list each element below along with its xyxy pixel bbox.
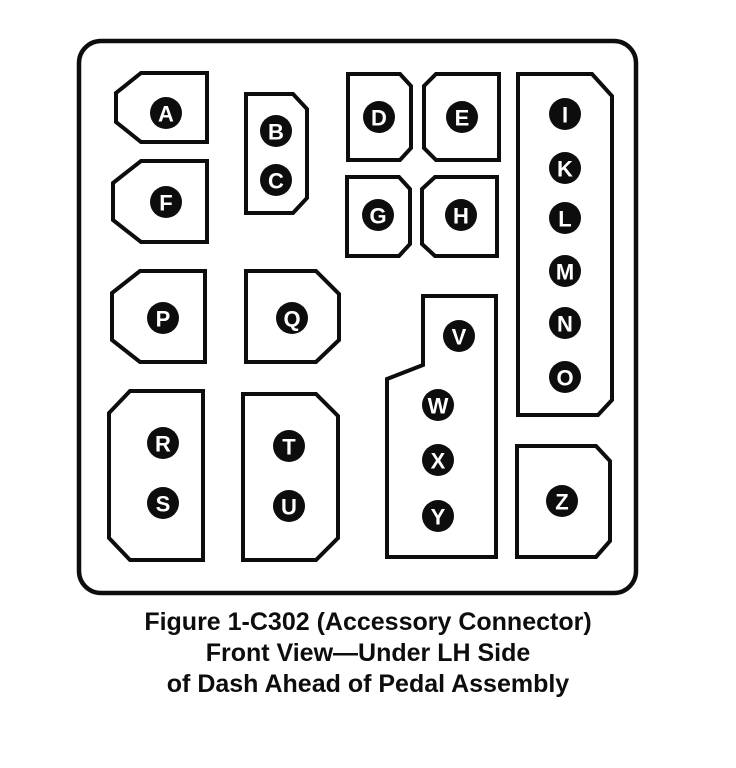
pin-label: A [158,102,174,127]
pin-circle [147,302,179,334]
pin-y: Y [422,500,454,532]
pin-p: P [147,302,179,334]
figure-caption-line-1: Figure 1-C302 (Accessory Connector) [144,608,592,636]
pin-z: Z [546,485,578,517]
pin-circle [549,255,581,287]
pin-label: R [155,432,171,457]
cavity-i-o: I KL M N O [516,72,614,417]
figure-caption-line-3: of Dash Ahead of Pedal Assembly [166,670,570,698]
cavity-d: D [346,72,413,162]
pin-circle [363,101,395,133]
cavity-rs: RS [107,389,205,562]
pin-label: F [159,191,172,216]
cavity-v-y-outline [385,294,498,559]
pin-c: C [260,164,292,196]
pin-d: D [363,101,395,133]
pin-label: N [557,312,573,337]
pin-circle [276,302,308,334]
pin-circle [147,487,179,519]
pin-circle [549,152,581,184]
pin-label: I [562,103,568,128]
pin-h: H [445,199,477,231]
pin-circle [549,98,581,130]
pin-label: K [557,157,573,182]
pin-label: O [556,366,573,391]
pin-label: D [371,106,387,131]
pin-label: W [428,394,449,419]
pin-label: Y [431,505,446,530]
pin-circle [422,444,454,476]
pin-label: V [452,325,467,350]
pin-l: L [549,202,581,234]
pin-q: Q [276,302,308,334]
cavity-q: Q [244,269,341,364]
pin-label: U [281,495,297,520]
pin-label: P [156,307,171,332]
pin-k: K [549,152,581,184]
pin-e: E [446,101,478,133]
cavity-f: F [111,159,209,244]
cavity-e: E [422,72,501,162]
pin-circle [362,199,394,231]
pin-circle [150,186,182,218]
cavity-p: P [110,269,207,364]
pin-b: B [260,115,292,147]
cavity-tu-outline [241,392,340,562]
cavity-g: G [345,175,412,258]
pin-label: G [369,204,386,229]
pin-i: I [549,98,581,130]
pin-label: X [431,449,446,474]
pin-circle [260,115,292,147]
pin-circle [422,389,454,421]
pin-circle [273,430,305,462]
cavity-v-y: V W X Y [385,294,498,559]
pin-circle [549,202,581,234]
pin-label: H [453,204,469,229]
pin-circle [546,485,578,517]
pin-n: N [549,307,581,339]
pin-circle [273,490,305,522]
pin-circle [446,101,478,133]
pin-circle [422,500,454,532]
pin-label: Z [555,490,568,515]
pin-v: V [443,320,475,352]
pin-m: M [549,255,581,287]
pin-f: F [150,186,182,218]
figure-caption-line-2: Front View—Under LH Side [205,639,531,667]
pin-circle [150,97,182,129]
pin-label: B [268,120,284,145]
cavity-i-o-outline [516,72,614,417]
pin-circle [260,164,292,196]
pin-label: M [556,260,574,285]
pin-label: C [268,169,284,194]
pin-label: T [282,435,296,460]
cavity-a: A [114,71,209,144]
cavity-z: Z [515,444,612,559]
pin-a: A [150,97,182,129]
cavity-rs-outline [107,389,205,562]
pin-o: O [549,361,581,393]
pin-u: U [273,490,305,522]
pin-g: G [362,199,394,231]
pin-x: X [422,444,454,476]
pin-label: E [455,106,470,131]
pin-circle [443,320,475,352]
cavity-bc: BC [244,92,309,215]
pin-circle [445,199,477,231]
pin-t: T [273,430,305,462]
pin-r: R [147,427,179,459]
cavity-h: H [420,175,499,258]
pin-circle [549,307,581,339]
pin-label: Q [283,307,300,332]
pin-circle [147,427,179,459]
pin-w: W [422,389,454,421]
cavity-tu: TU [241,392,340,562]
pin-label: S [156,492,171,517]
pin-s: S [147,487,179,519]
pin-label: L [558,207,571,232]
pin-circle [549,361,581,393]
